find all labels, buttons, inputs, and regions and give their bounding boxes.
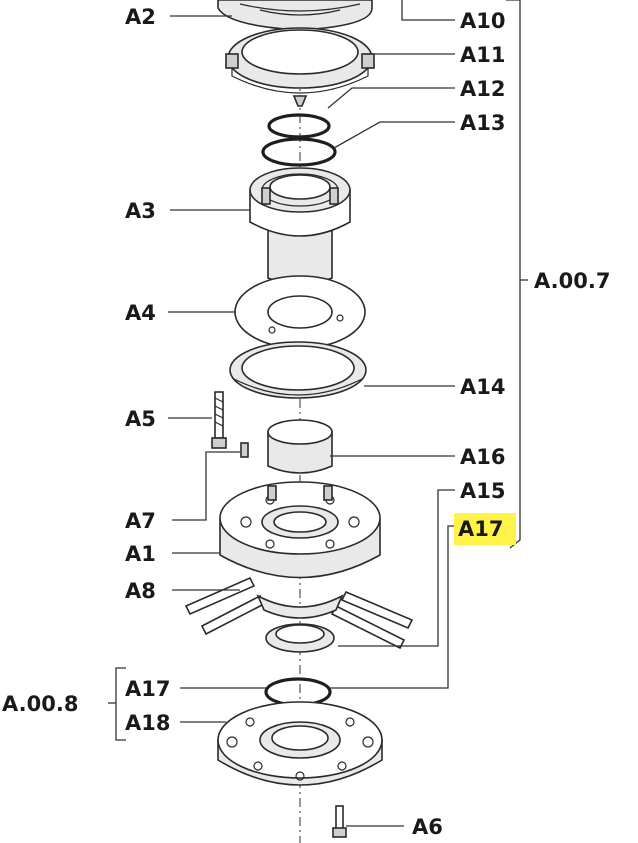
label-a5: A5 — [125, 407, 156, 431]
part-a1-body — [219, 481, 381, 579]
label-a11: A11 — [460, 43, 505, 67]
label-a1: A1 — [125, 542, 156, 566]
part-a13-oring — [261, 137, 337, 167]
label-a12: A12 — [460, 77, 505, 101]
label-a16: A16 — [460, 445, 505, 469]
label-a17-highlighted: A17 — [458, 517, 503, 541]
label-a6: A6 — [412, 815, 443, 839]
label-a18: A18 — [125, 711, 170, 735]
label-a10: A10 — [460, 9, 505, 33]
label-a8: A8 — [125, 579, 156, 603]
label-a7: A7 — [125, 509, 156, 533]
part-a5-bolt — [211, 391, 227, 449]
part-a4-plate — [234, 275, 366, 349]
label-a14: A14 — [460, 375, 505, 399]
label-a4: A4 — [125, 301, 156, 325]
label-a15: A15 — [460, 479, 505, 503]
part-a3-hub — [249, 167, 351, 286]
part-a11-housing — [225, 27, 375, 107]
label-group-a007: A.00.7 — [534, 269, 610, 293]
label-a3: A3 — [125, 199, 156, 223]
highlight-marker — [454, 513, 516, 545]
part-a15-ring — [265, 623, 335, 653]
part-a7-setscrew — [240, 442, 249, 458]
part-a6-screw — [332, 805, 347, 838]
part-a12-oring — [267, 113, 331, 139]
part-a14-ring — [229, 341, 367, 399]
part-a2-cover — [217, 0, 373, 31]
label-a2: A2 — [125, 5, 156, 29]
part-a18-flange — [217, 701, 383, 786]
part-a16-sleeve — [267, 419, 333, 474]
part-a8-rods — [184, 576, 414, 650]
label-a17: A17 — [125, 677, 170, 701]
label-group-a008: A.00.8 — [2, 692, 78, 716]
label-a13: A13 — [460, 111, 505, 135]
part-a17-oring — [264, 677, 332, 707]
